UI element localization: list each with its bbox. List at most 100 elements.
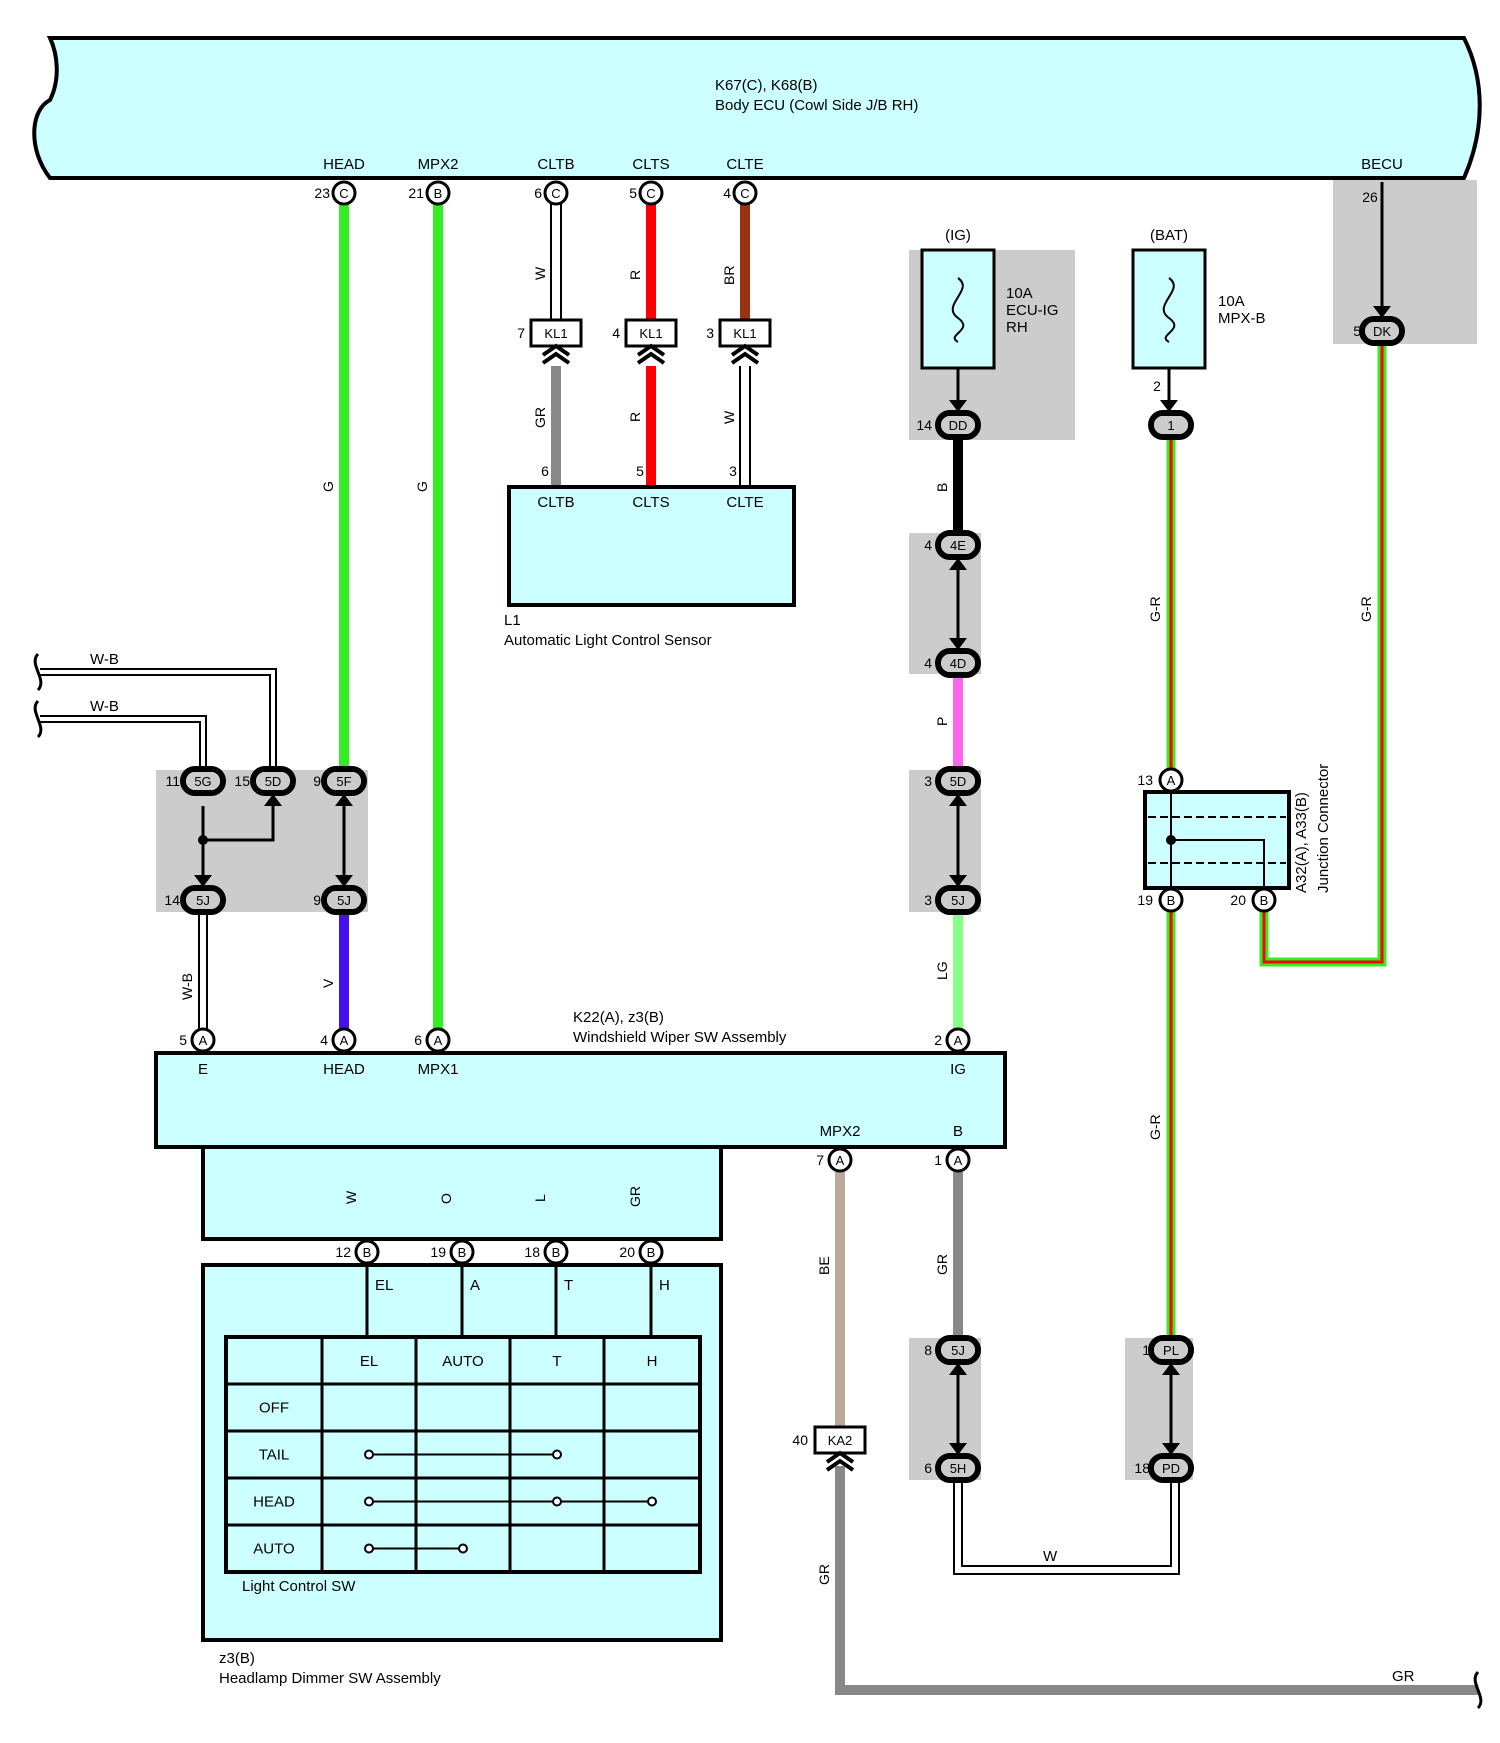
ecu-conn-4-letter: C bbox=[740, 186, 749, 201]
wl-clts-r: R bbox=[627, 270, 643, 280]
bat-fuse-arrow bbox=[1160, 400, 1178, 412]
lower-pd-conn-code: PD bbox=[1162, 1461, 1180, 1476]
lj-top-conn-2-inner bbox=[327, 772, 361, 790]
wiper-top-pin-3: 2 bbox=[934, 1032, 942, 1048]
lj-bot-conn-0-code: 5J bbox=[196, 893, 210, 908]
wiper-e-label: E bbox=[198, 1061, 208, 1078]
ig-fuse-arrow bbox=[949, 400, 967, 412]
dimmer-pin-0: 12 bbox=[335, 1244, 351, 1260]
ecu-conn-3 bbox=[638, 180, 664, 206]
wiper-b-label: B bbox=[953, 1123, 963, 1140]
ecu-clte-label: CLTE bbox=[726, 156, 763, 173]
ecu-pin-3: 5 bbox=[629, 185, 637, 201]
ig-chain-conn-1-code: 4D bbox=[950, 656, 967, 671]
wiper-top-pin-2: 6 bbox=[414, 1032, 422, 1048]
ig-arrow-4e bbox=[949, 558, 967, 570]
bat-1-conn-code: 1 bbox=[1167, 418, 1174, 433]
lower-pl-conn-code: PL bbox=[1163, 1343, 1179, 1358]
lj-top-pin-2: 9 bbox=[313, 773, 321, 789]
wiper-side-conn-0 bbox=[827, 1147, 853, 1173]
lj-arrow-5j-left bbox=[194, 875, 212, 887]
lower-pd-conn-inner bbox=[1154, 1459, 1188, 1477]
bat-fuse: (BAT) 10A MPX-B 2 bbox=[1131, 227, 1266, 394]
bat-fuse-name: MPX-B bbox=[1218, 310, 1266, 327]
ig-fuse-box bbox=[920, 248, 996, 370]
ecu-head-label: HEAD bbox=[323, 156, 365, 173]
ecu-conn-3-letter: C bbox=[646, 186, 655, 201]
lower-pl-conn-inner bbox=[1154, 1341, 1188, 1359]
table-col-header-1: AUTO bbox=[442, 1353, 483, 1370]
sensor-clts-label: CLTS bbox=[632, 494, 669, 511]
wiper-top-conn-1 bbox=[331, 1027, 357, 1053]
bat-supply-label: (BAT) bbox=[1150, 227, 1188, 244]
lj-top-pin-1: 15 bbox=[234, 773, 250, 789]
wiper-top-conn-2-letter: A bbox=[434, 1033, 443, 1048]
wl-ig-b: B bbox=[934, 483, 950, 492]
ig-dd-conn-inner bbox=[941, 416, 975, 434]
ka2-code: KA2 bbox=[828, 1433, 853, 1448]
ig-chain-conn-1-inner bbox=[941, 654, 975, 672]
ig-arrow-5j bbox=[949, 875, 967, 887]
ecu-conn-1 bbox=[425, 180, 451, 206]
jc-pin-13: 13 bbox=[1137, 772, 1153, 788]
lj-bot-conn-0-inner bbox=[186, 891, 220, 909]
wiper-mpx1-label: MPX1 bbox=[418, 1061, 459, 1078]
ig-chain-conn-3-code: 5J bbox=[951, 893, 965, 908]
dimmer-lead-label-0: EL bbox=[375, 1277, 393, 1294]
ecu-conn-2-letter: C bbox=[551, 186, 560, 201]
ig-fuse: (IG) 10A ECU-IG RH bbox=[920, 227, 1059, 370]
ig-arrow-5d bbox=[949, 794, 967, 806]
ecu-clts-label: CLTS bbox=[632, 156, 669, 173]
wires bbox=[40, 182, 1478, 1695]
ka2-chevron bbox=[825, 1450, 855, 1472]
dimmer-conn-0 bbox=[354, 1239, 380, 1265]
ecu-cltb-label: CLTB bbox=[537, 156, 574, 173]
lj-top-conn-2-code: 5F bbox=[336, 774, 351, 789]
ecu-becu-pin: 26 bbox=[1362, 189, 1378, 205]
kl1-conn-1 bbox=[624, 318, 678, 348]
wl-cltb-w: W bbox=[532, 266, 548, 280]
wiper-top-pin-0: 5 bbox=[179, 1032, 187, 1048]
becu-dk-conn-inner bbox=[1365, 322, 1399, 340]
wiper-top-pin-1: 4 bbox=[320, 1032, 328, 1048]
ig-fuse-element bbox=[951, 277, 965, 343]
wl-bottom-gr: GR bbox=[816, 1564, 832, 1585]
wiper-sw-assembly: K22(A), z3(B) Windshield Wiper SW Assemb… bbox=[154, 1009, 1007, 1149]
bat-fuse-element bbox=[1162, 277, 1176, 343]
jc-code: A32(A), A33(B) bbox=[1293, 792, 1310, 893]
jc-conn-19-letter: B bbox=[1167, 893, 1176, 908]
ecu-mpx2-label: MPX2 bbox=[418, 156, 459, 173]
wl-gr-end: GR bbox=[1392, 1668, 1415, 1685]
wiper-top-conn-1-letter: A bbox=[340, 1033, 349, 1048]
bat-fuse-rating: 10A bbox=[1218, 293, 1245, 310]
sensor-box bbox=[507, 485, 796, 607]
wl-e-wb: W-B bbox=[179, 973, 195, 1000]
wl-head-v: V bbox=[320, 978, 336, 988]
jc-name: Junction Connector bbox=[1315, 764, 1332, 893]
lower-5h-conn-inner bbox=[941, 1459, 975, 1477]
kl1-pin-2: 3 bbox=[706, 325, 714, 341]
dimmer-upper-box bbox=[201, 1145, 723, 1241]
kl1-conn-2-chevron bbox=[730, 343, 760, 365]
dimmer-conn-1-letter: B bbox=[458, 1245, 467, 1260]
jc-conn-13 bbox=[1158, 767, 1184, 793]
wiper-side-pin-0: 7 bbox=[816, 1152, 824, 1168]
wl-gr3: G-R bbox=[1147, 1114, 1163, 1140]
lj-bot-pin-1: 9 bbox=[313, 892, 321, 908]
lower-pl-pin: 1 bbox=[1142, 1342, 1150, 1358]
body-ecu-name: Body ECU (Cowl Side J/B RH) bbox=[715, 97, 918, 114]
ig-chain-conn-3-inner bbox=[941, 891, 975, 909]
wl-dim-o: O bbox=[438, 1193, 454, 1204]
wl-dim-w: W bbox=[343, 1190, 359, 1204]
wire-wb-lower-outline bbox=[40, 715, 207, 770]
wiper-head-label: HEAD bbox=[323, 1061, 365, 1078]
wl-clts-r2: R bbox=[627, 412, 643, 422]
ecu-pin-4: 4 bbox=[723, 185, 731, 201]
table-col-header-2: T bbox=[552, 1353, 561, 1370]
jc-node bbox=[1166, 835, 1176, 845]
wl-cltb-gr: GR bbox=[532, 407, 548, 428]
lj-top-conn-0-code: 5G bbox=[194, 774, 211, 789]
